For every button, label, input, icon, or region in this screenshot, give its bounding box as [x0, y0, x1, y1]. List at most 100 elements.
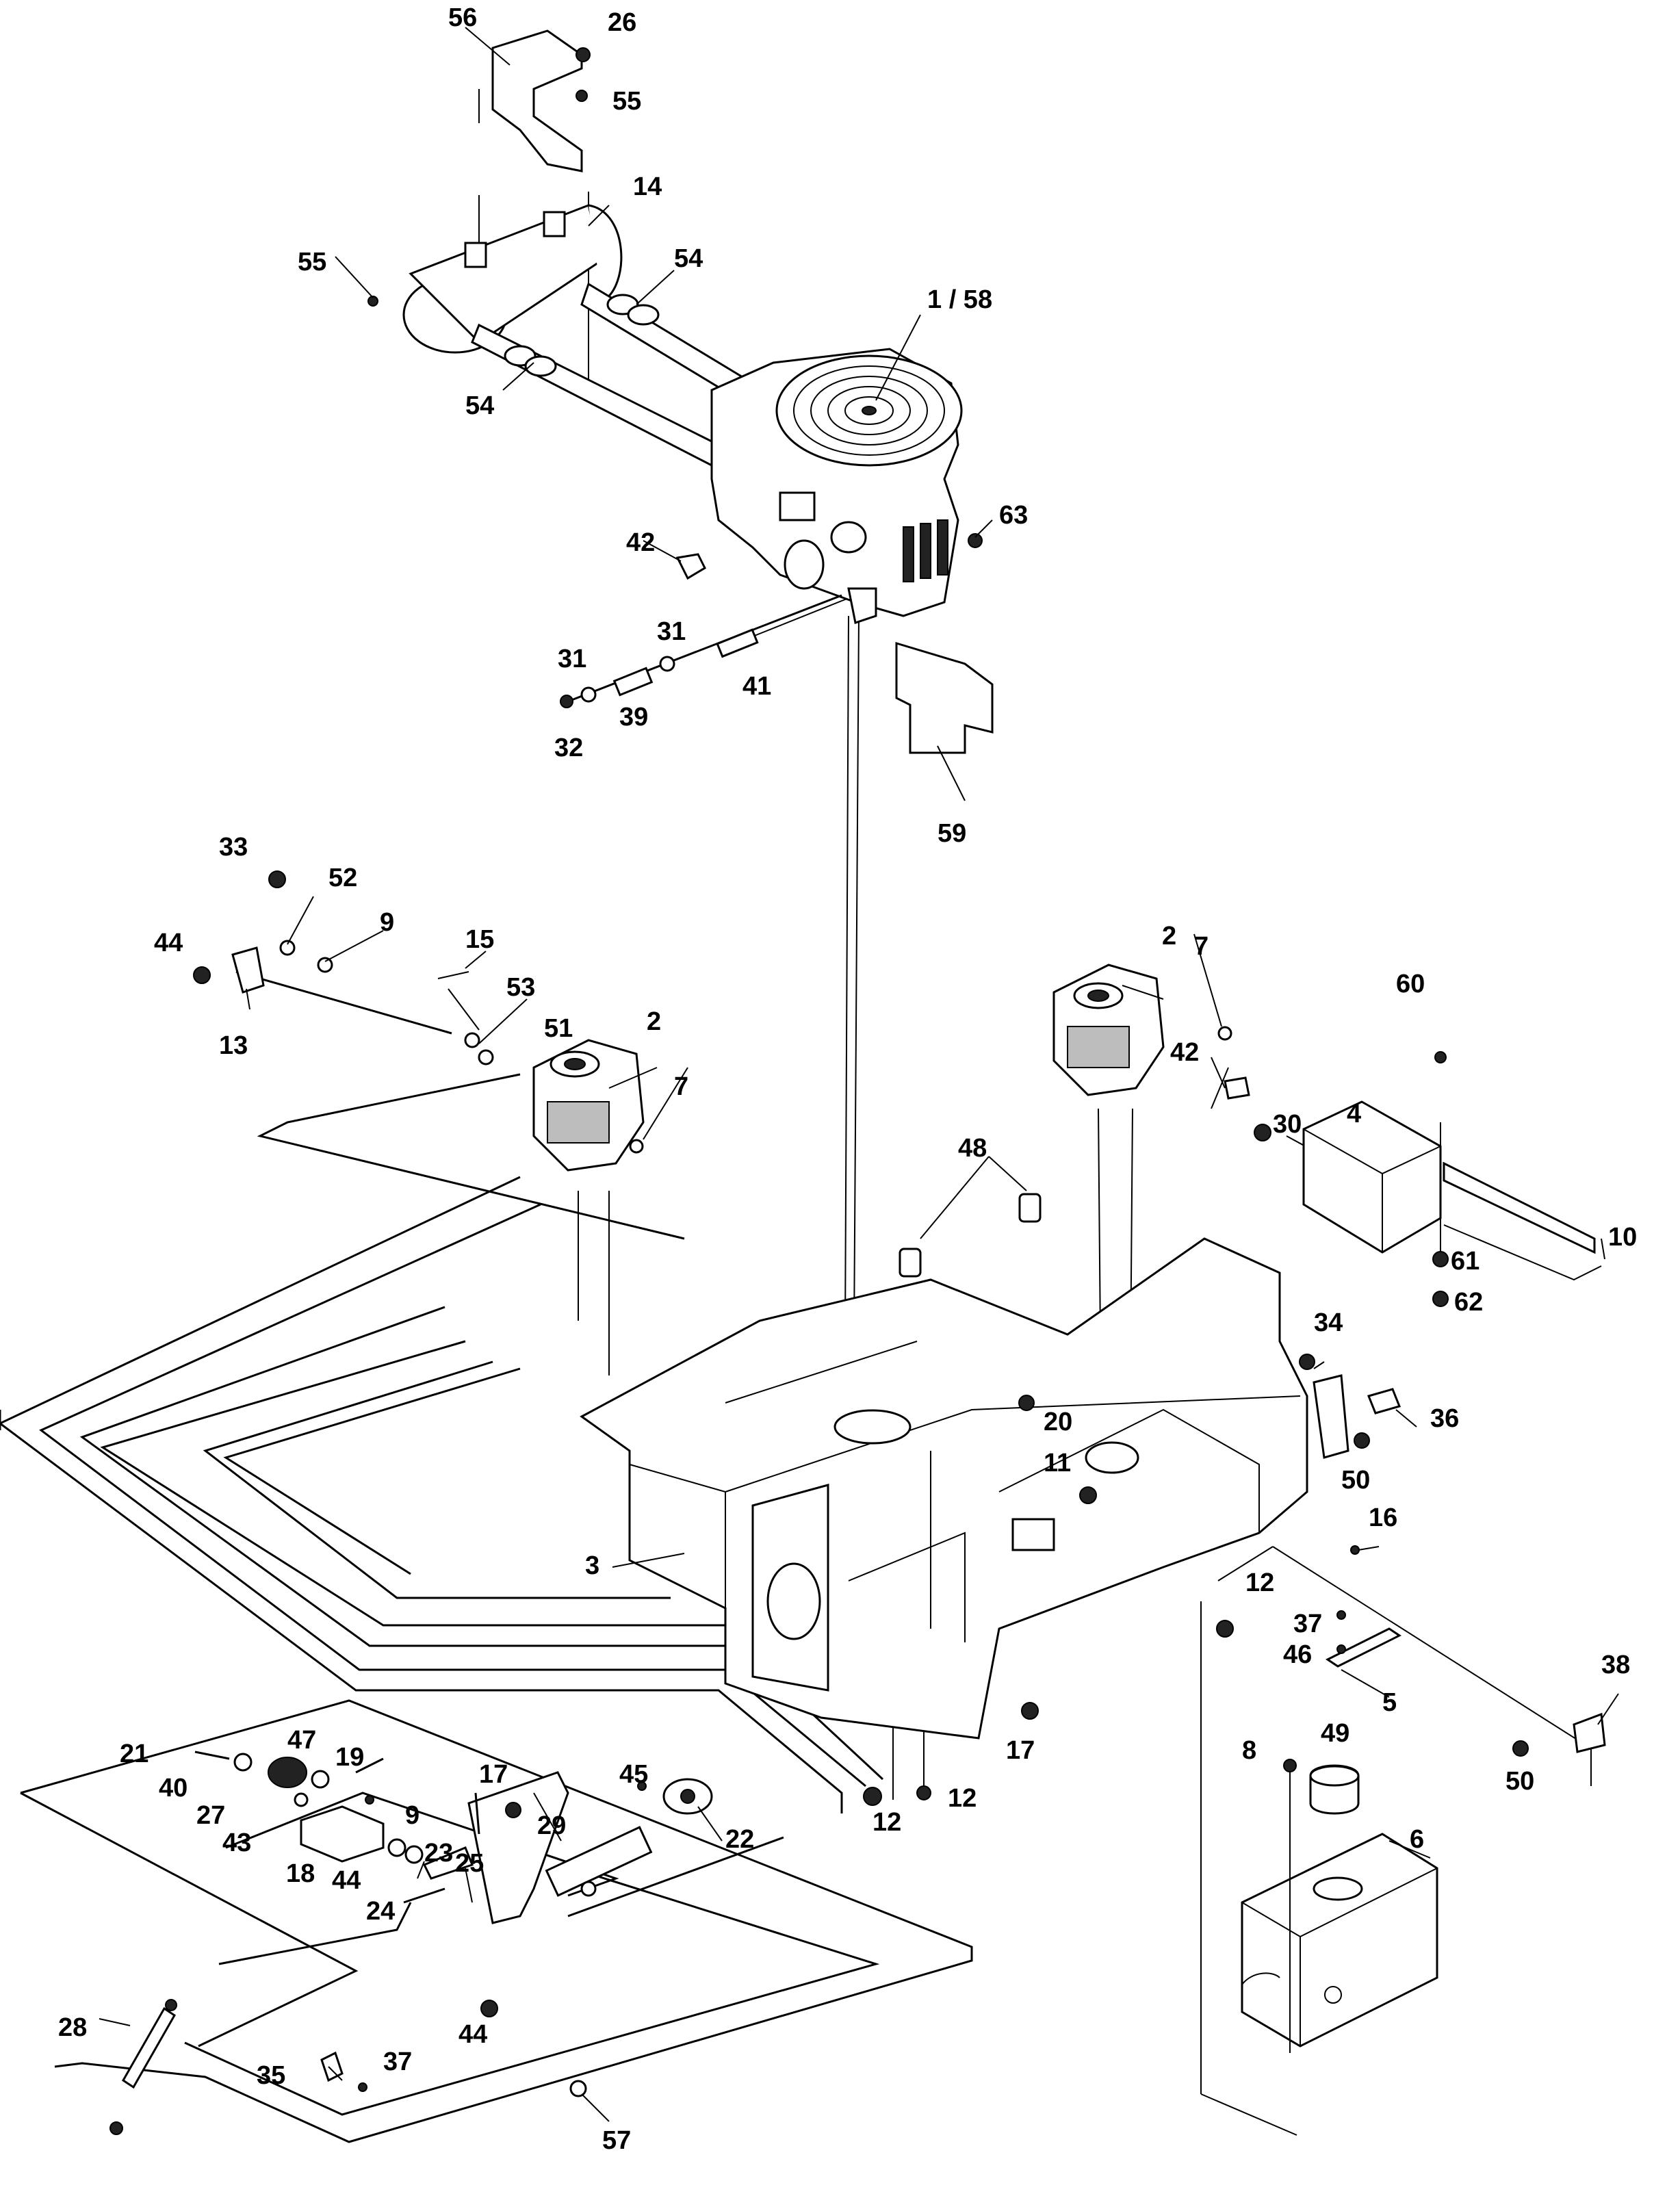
lever-29 [467, 1771, 569, 1924]
label-33: 33 [219, 833, 248, 862]
label-42-right: 42 [1170, 1038, 1199, 1067]
label-11: 11 [1044, 1449, 1071, 1477]
callout-labels: 56 26 55 14 1 / 58 55 54 54 63 42 31 31 … [58, 3, 1637, 2155]
battery-assembly [1254, 1051, 1602, 1307]
label-37-lower: 37 [383, 2048, 412, 2076]
label-42-top: 42 [626, 528, 655, 557]
label-10: 10 [1608, 1223, 1637, 1252]
label-54-left: 54 [465, 391, 494, 420]
callout-leaders [99, 27, 1619, 2122]
control-rod-15 [193, 870, 494, 1065]
label-2-right: 2 [1162, 922, 1176, 951]
washer-40-icon [233, 1753, 253, 1772]
label-57: 57 [602, 2126, 631, 2155]
label-18: 18 [286, 1859, 315, 1888]
label-55-top: 55 [612, 87, 641, 116]
connector-38 [1573, 1712, 1606, 1753]
label-28: 28 [58, 2013, 87, 2042]
label-9-lower: 9 [405, 1801, 419, 1830]
label-8: 8 [1242, 1736, 1256, 1765]
washer-61-icon [1432, 1251, 1449, 1267]
engine-shield-59 [895, 641, 994, 754]
label-44-lower: 44 [458, 2020, 487, 2049]
bolt-45-icon [637, 1781, 647, 1791]
label-43: 43 [222, 1829, 251, 1857]
spring-43-icon [268, 1757, 307, 1788]
label-38: 38 [1601, 1651, 1630, 1679]
nut-17-lever-icon [505, 1802, 521, 1818]
label-26: 26 [608, 8, 636, 37]
fuel-tank-6 [1241, 1833, 1438, 2048]
label-47: 47 [287, 1726, 316, 1755]
label-2-left: 2 [647, 1007, 661, 1036]
clamp-42-upper [675, 553, 706, 580]
spacer-47-icon [311, 1770, 330, 1789]
bolt-55-icon [576, 90, 588, 102]
label-50-upper: 50 [1341, 1466, 1370, 1495]
switch-35 [320, 2051, 344, 2082]
control-lever-assembly [109, 1751, 713, 2135]
label-63: 63 [999, 501, 1028, 530]
nut-12-lower-b-icon [916, 1785, 931, 1800]
label-31-right: 31 [657, 617, 686, 646]
label-49: 49 [1321, 1719, 1349, 1748]
label-12-lower-a: 12 [873, 1808, 901, 1837]
label-14: 14 [633, 172, 662, 201]
label-44-top: 44 [154, 929, 183, 957]
nut-44-lower-icon [480, 2000, 498, 2017]
label-27: 27 [196, 1801, 225, 1830]
label-17-frame: 17 [1006, 1736, 1035, 1765]
nut-26-icon [576, 47, 591, 62]
label-46: 46 [1283, 1640, 1312, 1669]
grommet-20-icon [1018, 1395, 1035, 1411]
left-hydro-pump [532, 1039, 645, 1172]
label-31-left: 31 [558, 645, 586, 673]
label-4: 4 [1347, 1100, 1361, 1128]
label-53: 53 [506, 973, 535, 1002]
washer-27-icon [294, 1792, 309, 1807]
label-32: 32 [554, 734, 583, 762]
label-16: 16 [1369, 1503, 1397, 1532]
routing-lines [478, 89, 1592, 2136]
label-13: 13 [219, 1031, 248, 1060]
label-40: 40 [159, 1774, 188, 1803]
engine [710, 348, 983, 624]
throttle-linkage [560, 594, 842, 708]
nut-44-icon [193, 966, 211, 984]
bolt-55-lower-icon [367, 296, 378, 307]
label-55-left: 55 [298, 248, 326, 276]
label-29: 29 [537, 1811, 566, 1840]
label-60: 60 [1396, 970, 1425, 998]
bracket-18 [300, 1805, 385, 1863]
fuel-tank-assembly [1241, 1759, 1438, 2053]
label-50-lower: 50 [1505, 1767, 1534, 1796]
label-36: 36 [1430, 1404, 1459, 1433]
clip-57-icon [569, 2080, 587, 2097]
bolt-37-upper-icon [1336, 1610, 1346, 1620]
switch-36 [1367, 1388, 1401, 1415]
label-44-mid: 44 [332, 1866, 361, 1895]
label-51: 51 [544, 1014, 573, 1043]
label-48: 48 [958, 1134, 987, 1163]
bolt-7-right-icon [1217, 1026, 1232, 1041]
label-17-lever: 17 [479, 1760, 508, 1789]
damper-28 [122, 2006, 176, 2089]
label-39: 39 [619, 703, 648, 732]
label-62: 62 [1454, 1288, 1483, 1317]
label-34: 34 [1314, 1308, 1343, 1337]
hose-routing-loops [0, 1073, 884, 1813]
nut-63-icon [968, 533, 983, 548]
nut-12-lower-a-icon [863, 1787, 882, 1806]
label-25: 25 [455, 1849, 484, 1878]
right-hydro-pump [1052, 964, 1250, 1100]
label-61: 61 [1451, 1247, 1479, 1276]
nut-17-frame-icon [1021, 1702, 1039, 1720]
bolt-46-icon [1336, 1644, 1346, 1654]
bolt-32-icon [560, 695, 573, 708]
label-5: 5 [1382, 1688, 1397, 1717]
bolt-60-icon [1434, 1051, 1447, 1063]
nut-11-icon [1079, 1486, 1097, 1504]
label-37-upper: 37 [1293, 1610, 1322, 1638]
label-12-right: 12 [1245, 1568, 1274, 1597]
